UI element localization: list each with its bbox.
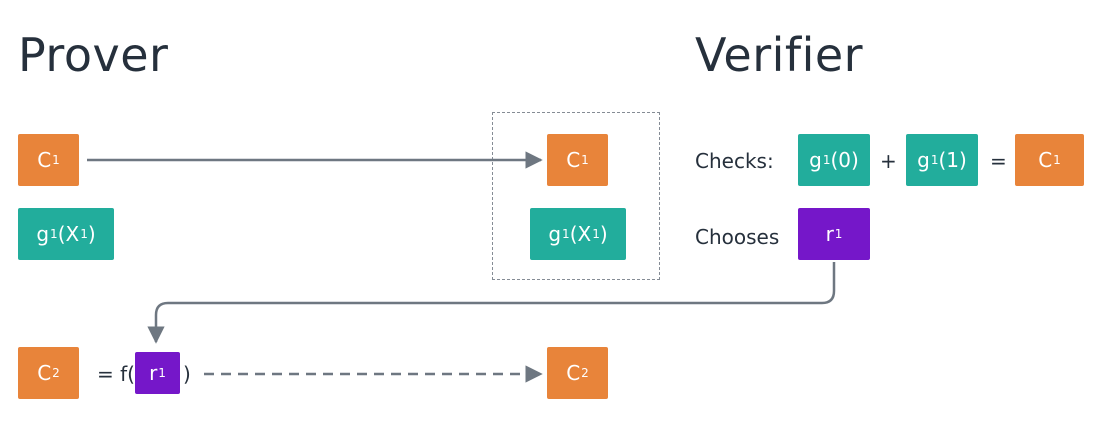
checks-label: Checks:: [695, 149, 774, 173]
equals-sign: =: [990, 149, 1007, 173]
r1-return-arrow: [147, 262, 836, 344]
formula-prefix: = f(: [97, 362, 135, 386]
prover-heading: Prover: [18, 28, 169, 82]
formula-suffix: ): [183, 362, 191, 386]
chooses-label: Chooses: [695, 225, 780, 249]
plus-sign: +: [880, 149, 897, 173]
transfer-frame: [492, 112, 660, 280]
verifier-heading: Verifier: [695, 28, 864, 82]
